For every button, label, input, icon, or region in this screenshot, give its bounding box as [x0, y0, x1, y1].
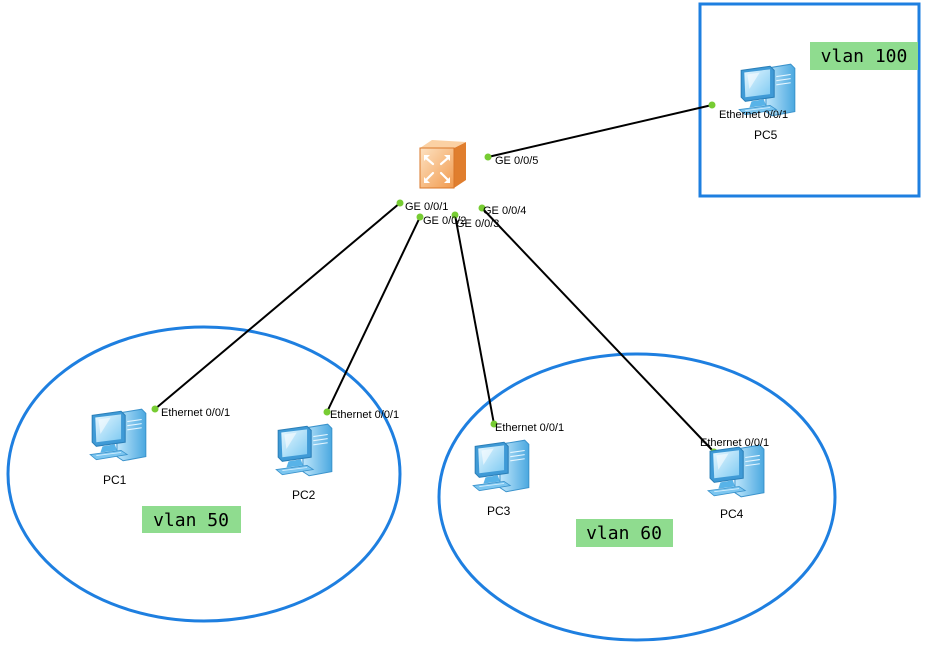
link-sw-pc1 [154, 202, 401, 410]
link-sw-pc3 [454, 214, 495, 425]
pc5-label: PC5 [754, 128, 778, 142]
pc-icon [472, 439, 530, 493]
pc4-node[interactable]: PC4 [707, 444, 765, 521]
switch-icon [419, 140, 466, 189]
vlan-100-label: vlan 100 [821, 46, 908, 67]
pc5-port-label: Ethernet 0/0/1 [719, 109, 788, 121]
pc3-node[interactable]: PC3 [472, 439, 530, 518]
vlan-100-zone [698, 2, 921, 198]
pc2-node[interactable]: PC2 [275, 423, 333, 502]
pc1-node[interactable]: PC1 [89, 408, 147, 487]
pc3-port-label: Ethernet 0/0/1 [495, 422, 564, 434]
port-dot-pc3 [490, 420, 498, 428]
port-dot-ge4 [478, 204, 486, 212]
pc-icon [707, 444, 765, 498]
pc2-port-label: Ethernet 0/0/1 [330, 409, 399, 421]
vlan-60-tag: vlan 60 [576, 519, 673, 547]
link-sw-pc2 [326, 216, 421, 413]
pc1-port-label: Ethernet 0/0/1 [161, 407, 230, 419]
pc5-node[interactable]: PC5 [738, 63, 796, 142]
port-label-ge5: GE 0/0/5 [495, 155, 538, 167]
pc4-port-label: Ethernet 0/0/1 [700, 437, 769, 449]
port-dot-pc2 [323, 408, 331, 416]
vlan-60-zone [437, 352, 837, 642]
port-dot-ge1 [396, 199, 404, 207]
pc4-label: PC4 [720, 507, 744, 521]
vlan-50-label: vlan 50 [153, 510, 229, 531]
port-dot-ge5 [484, 153, 492, 161]
vlan-100-tag: vlan 100 [810, 42, 918, 70]
vlan-60-label: vlan 60 [586, 523, 662, 544]
pc3-label: PC3 [487, 504, 511, 518]
pc-icon [89, 408, 147, 462]
pc2-label: PC2 [292, 488, 316, 502]
vlan-50-tag: vlan 50 [142, 506, 241, 533]
switch-node[interactable] [419, 140, 466, 189]
link-sw-pc5 [487, 104, 713, 158]
port-label-ge4: GE 0/0/4 [483, 205, 526, 217]
port-dot-ge2 [416, 213, 424, 221]
port-dot-pc5 [708, 101, 716, 109]
vlan-50-zone [6, 325, 402, 623]
pc-icon [275, 423, 333, 477]
port-dot-ge3 [451, 211, 459, 219]
port-label-ge1: GE 0/0/1 [405, 201, 448, 213]
port-label-ge2: GE 0/0/2 [423, 215, 466, 227]
port-label-ge3: GE 0/0/3 [456, 218, 499, 230]
port-dot-pc1 [151, 405, 159, 413]
link-sw-pc4 [481, 207, 715, 453]
pc1-label: PC1 [103, 473, 127, 487]
